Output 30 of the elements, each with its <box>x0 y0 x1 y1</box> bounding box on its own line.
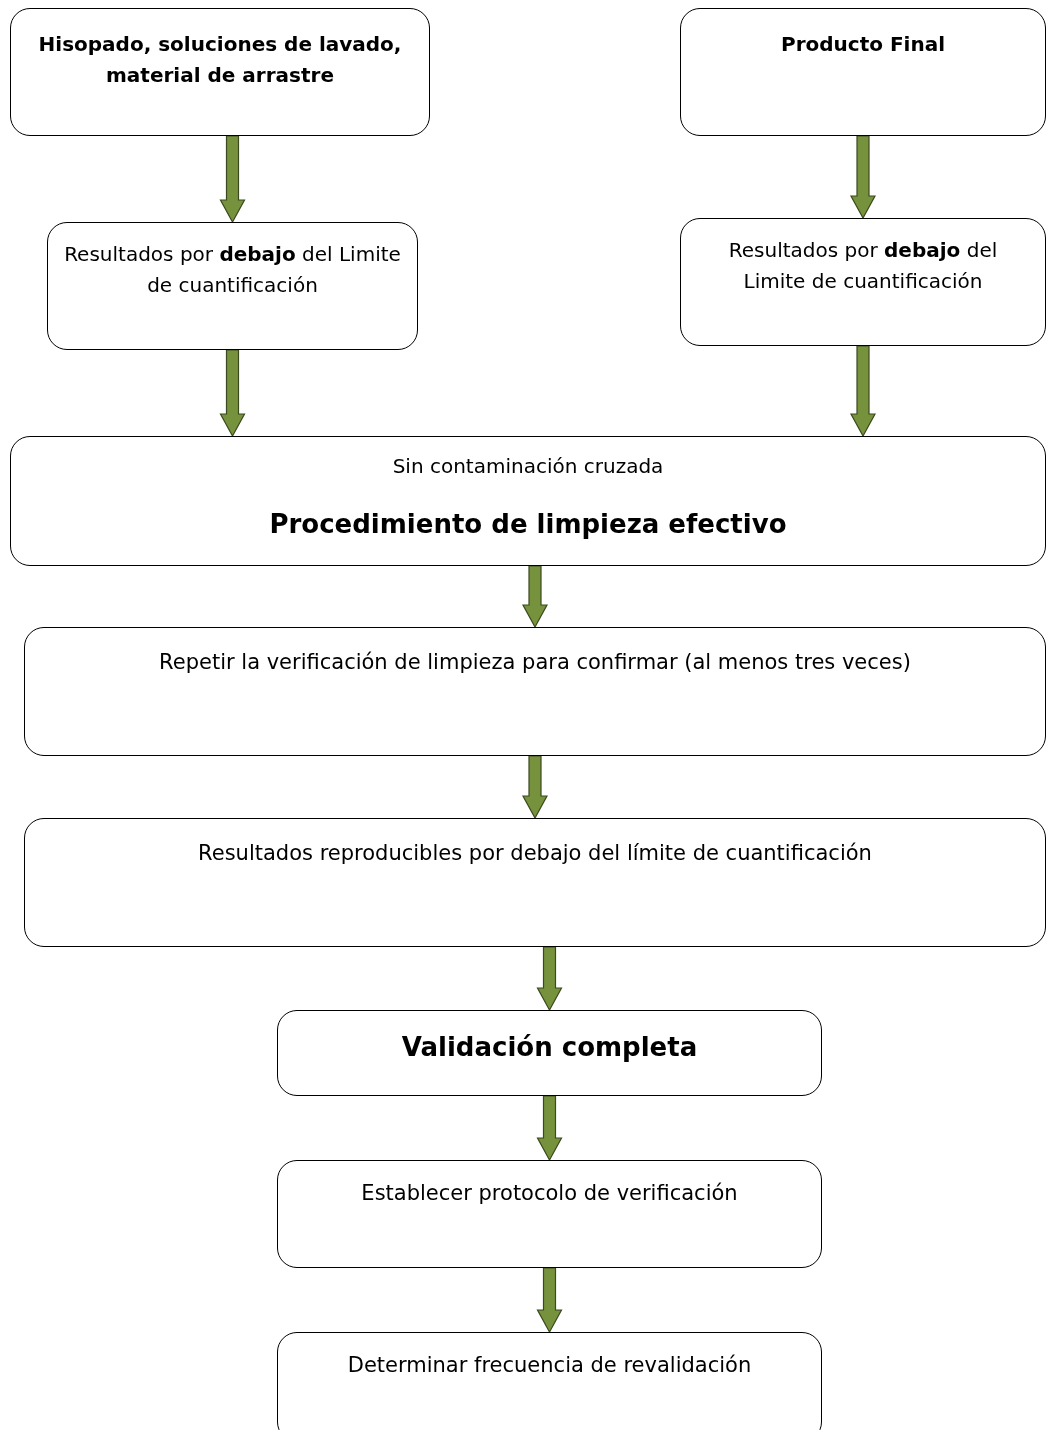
process-box <box>24 818 1046 947</box>
box-text: Repetir la verificación de limpieza para confirmar (al menos tres veces) <box>159 649 911 676</box>
box-text: Sin contaminación cruzada <box>392 453 664 480</box>
process-box <box>680 218 1046 346</box>
block-arrow <box>536 1095 563 1162</box>
process-box <box>10 436 1046 566</box>
box-text: Validación completa <box>401 1031 698 1064</box>
box-text: Resultados por debajo del Limite de cuantificación <box>64 241 401 299</box>
process-box <box>680 8 1046 136</box>
box-text: Hisopado, soluciones de lavado, material de arrastre <box>37 31 403 89</box>
block-arrow <box>536 946 563 1012</box>
process-box <box>10 8 430 136</box>
box-text: Establecer protocolo de verificación <box>361 1180 738 1207</box>
process-box <box>277 1160 822 1268</box>
process-box <box>47 222 418 350</box>
box-text: Resultados reproducibles por debajo del límite de cuantificación <box>198 840 872 867</box>
box-text: Procedimiento de limpieza efectivo <box>269 508 787 541</box>
box-text: Resultados por debajo del Limite de cuantificación <box>727 237 999 295</box>
block-arrow <box>219 135 246 224</box>
block-arrow <box>219 349 246 438</box>
block-arrow <box>850 135 876 220</box>
block-arrow <box>536 1267 563 1334</box>
block-arrow <box>522 565 548 629</box>
box-text: Producto Final <box>780 31 945 58</box>
block-arrow <box>522 755 548 820</box>
process-box <box>277 1010 822 1096</box>
box-text: Determinar frecuencia de revalidación <box>347 1352 752 1379</box>
block-arrow <box>850 345 876 438</box>
process-box <box>277 1332 822 1430</box>
process-box <box>24 627 1046 756</box>
